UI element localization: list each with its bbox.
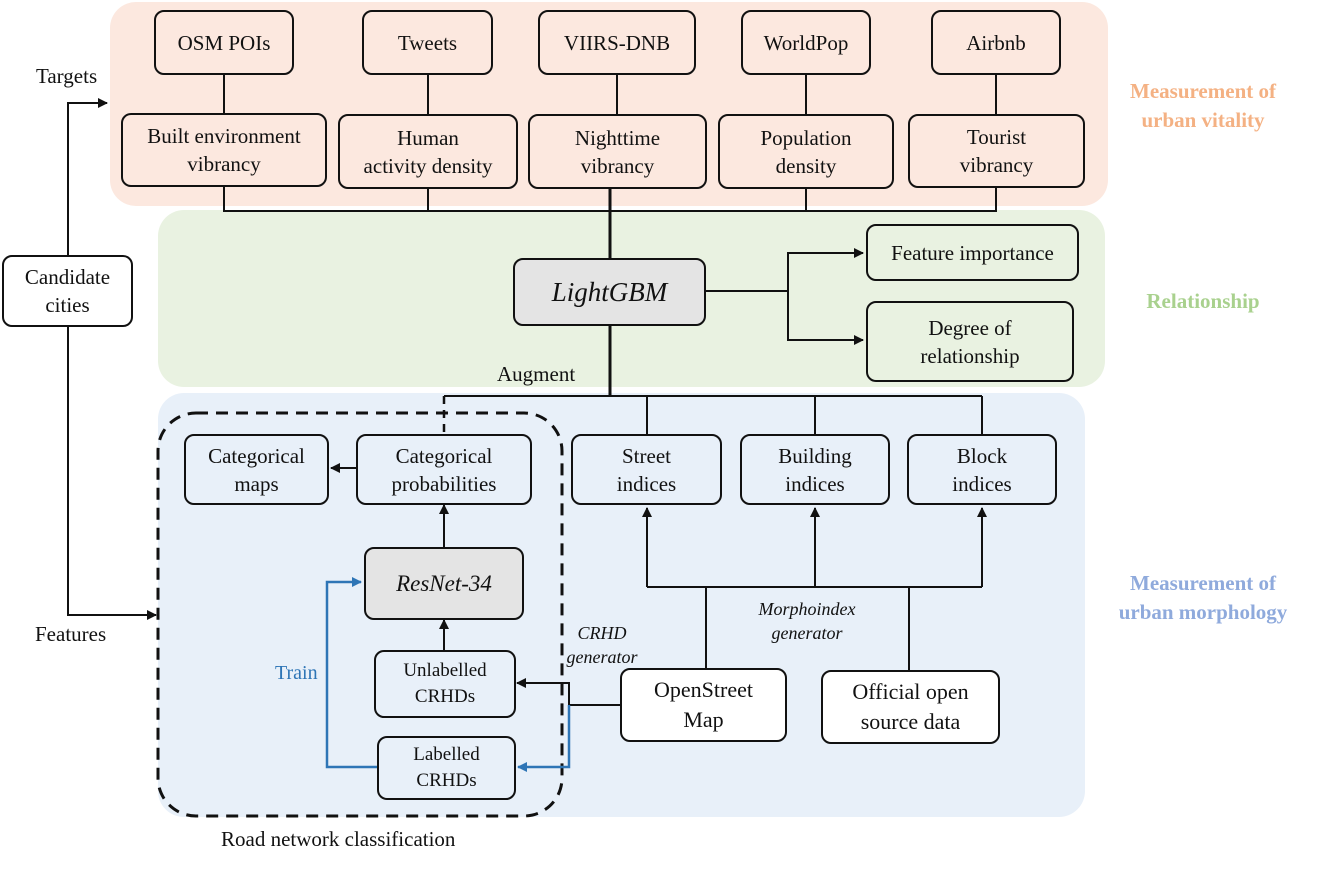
source-osm-pois: OSM POIs	[154, 10, 294, 75]
generator-line: generator	[566, 647, 638, 667]
source-label: Airbnb	[966, 30, 1026, 55]
output-degree-of-relationship: Degree of relationship	[866, 301, 1074, 382]
source-airbnb: Airbnb	[931, 10, 1061, 75]
unlabelled-crhds: Unlabelled CRHDs	[374, 650, 516, 718]
title-line: Measurement of	[1130, 571, 1276, 595]
box-line: Building	[778, 443, 852, 468]
arrow-feature-importance	[787, 248, 864, 291]
classification-boundary	[156, 411, 564, 818]
box-line: CRHDs	[416, 770, 477, 791]
title-line: Measurement of	[1130, 79, 1276, 103]
arrow-to-features	[67, 327, 157, 620]
output-feature-importance: Feature importance	[866, 224, 1079, 281]
box-line: OpenStreet	[654, 677, 753, 702]
train-label: Train	[275, 662, 318, 684]
title-line: urban morphology	[1118, 600, 1288, 624]
features-label: Features	[35, 622, 107, 646]
indicator-line: activity density	[363, 153, 493, 178]
indicator-line: Human	[397, 125, 459, 150]
indicator-line: Built environment	[147, 124, 301, 148]
indicator-population: Population density	[718, 114, 894, 189]
morphoindex-generator-label: Morphoindex generator	[747, 597, 867, 645]
output-line: relationship	[920, 343, 1020, 368]
indicator-tourist: Tourist vibrancy	[908, 114, 1085, 188]
urban-morphology-region	[158, 393, 1085, 817]
indicator-line: Population	[760, 125, 852, 150]
street-indices: Street indices	[571, 434, 722, 505]
openstreetmap-source: OpenStreet Map	[620, 668, 787, 742]
generator-line: generator	[771, 623, 843, 643]
indicator-line: vibrancy	[580, 153, 655, 178]
crhd-generator-label: CRHD generator	[556, 621, 648, 669]
source-worldpop: WorldPop	[741, 10, 871, 75]
official-open-source-data: Official open source data	[821, 670, 1000, 744]
indicator-line: vibrancy	[187, 152, 261, 176]
indicator-line: density	[775, 153, 837, 178]
box-line: Categorical	[395, 443, 493, 468]
output-label: Feature importance	[891, 240, 1054, 265]
box-line: indices	[952, 471, 1012, 496]
arrow-degree-relationship	[787, 291, 864, 345]
indicator-line: Tourist	[966, 125, 1027, 149]
box-line: indices	[616, 471, 677, 496]
building-indices: Building indices	[740, 434, 890, 505]
source-label: OSM POIs	[177, 30, 271, 55]
generator-line: CRHD	[577, 623, 627, 643]
box-line: cities	[45, 293, 90, 317]
arrow-to-labelled	[517, 705, 571, 772]
output-line: Degree of	[928, 315, 1012, 340]
augment-label: Augment	[497, 362, 576, 386]
box-line: Unlabelled	[403, 660, 487, 681]
title-line: urban vitality	[1141, 108, 1265, 132]
indicator-built-environment: Built environment vibrancy	[121, 113, 327, 187]
arrow-to-targets	[67, 98, 108, 255]
source-label: VIIRS-DNB	[563, 30, 671, 55]
urban-vitality-region	[110, 2, 1108, 206]
source-viirs-dnb: VIIRS-DNB	[538, 10, 696, 75]
indicator-human-activity: Human activity density	[338, 114, 518, 189]
box-line: Labelled	[413, 744, 480, 765]
box-line: maps	[234, 471, 279, 496]
indicator-line: Nighttime	[574, 125, 661, 150]
source-label: Tweets	[397, 30, 458, 55]
box-line: Candidate	[24, 265, 111, 289]
box-line: CRHDs	[414, 686, 476, 707]
box-line: Block	[956, 443, 1008, 468]
arrow-to-unlabelled	[516, 678, 620, 706]
targets-label: Targets	[36, 64, 98, 88]
candidate-cities: Candidate cities	[2, 255, 133, 327]
box-line: indices	[785, 471, 845, 496]
box-line: probabilities	[391, 471, 497, 496]
lightgbm-model: LightGBM	[513, 258, 706, 326]
source-tweets: Tweets	[362, 10, 493, 75]
block-indices: Block indices	[907, 434, 1057, 505]
relationship-section-title: Relationship	[1108, 287, 1298, 316]
indicator-nighttime: Nighttime vibrancy	[528, 114, 707, 189]
morphology-section-title: Measurement of urban morphology	[1098, 569, 1308, 627]
box-line: Categorical	[208, 443, 305, 468]
labelled-crhds: Labelled CRHDs	[377, 736, 516, 800]
categorical-maps: Categorical maps	[184, 434, 329, 505]
source-label: WorldPop	[763, 30, 849, 55]
model-label: LightGBM	[551, 277, 668, 307]
model-label: ResNet-34	[396, 570, 492, 596]
categorical-probabilities: Categorical probabilities	[356, 434, 532, 505]
title-line: Relationship	[1146, 289, 1260, 313]
indicator-line: vibrancy	[959, 153, 1034, 177]
resnet-34-model: ResNet-34	[364, 547, 524, 620]
box-line: Official open	[852, 679, 969, 704]
box-line: Map	[683, 707, 724, 732]
road-network-classification-title: Road network classification	[221, 827, 456, 851]
generator-line: Morphoindex	[758, 599, 856, 619]
box-line: Street	[622, 443, 671, 468]
box-line: source data	[860, 709, 961, 734]
train-arrow	[325, 577, 377, 769]
vitality-section-title: Measurement of urban vitality	[1108, 77, 1298, 135]
